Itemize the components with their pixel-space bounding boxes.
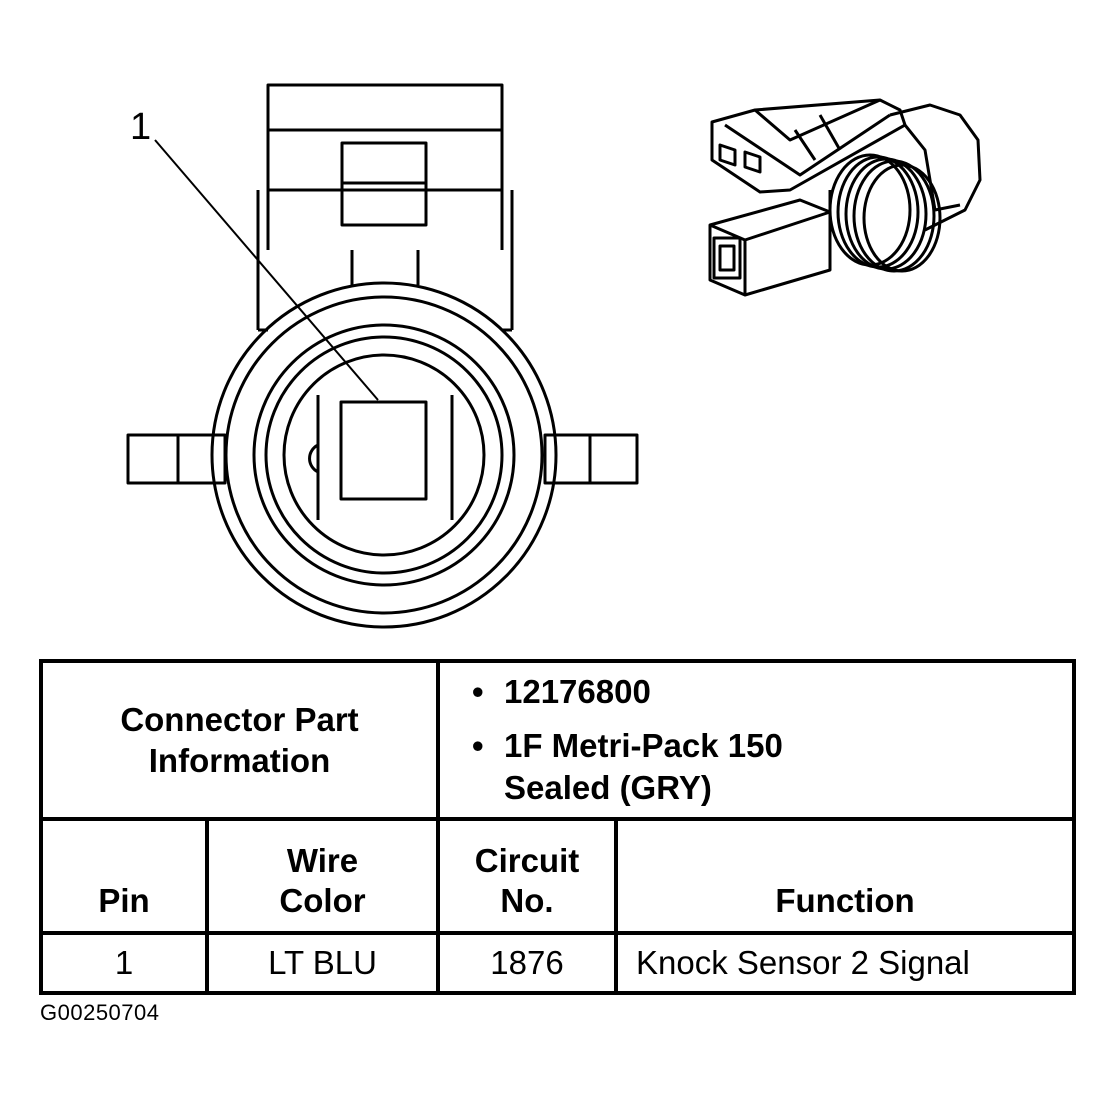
connector-info-values: • 12176800 • 1F Metri-Pack 150 Sealed (G…: [436, 659, 1076, 821]
col-header-wire-line1: Wire: [286, 842, 359, 879]
part-number-text: 12176800: [504, 673, 651, 710]
connector-isometric-view: [708, 98, 982, 297]
bullet-icon: •: [472, 673, 484, 710]
connector-part-number: • 12176800: [472, 671, 1072, 713]
connector-info-label-line2: Information: [148, 742, 331, 779]
pin-1-callout: 1: [130, 106, 152, 148]
pin-1-leader-line: [154, 139, 379, 401]
col-header-circuit-line2: No.: [500, 882, 554, 919]
connector-info-label-line1: Connector Part: [120, 701, 359, 738]
connector-face-view: [126, 83, 639, 629]
connector-description-line1: 1F Metri-Pack 150: [504, 727, 783, 764]
col-header-circuit: Circuit No.: [436, 817, 618, 935]
col-header-function-text: Function: [775, 882, 915, 919]
cell-wire-color: LT BLU: [205, 931, 440, 995]
cell-function: Knock Sensor 2 Signal: [614, 931, 1076, 995]
table-row: 1 LT BLU 1876 Knock Sensor 2 Signal: [39, 931, 1076, 995]
col-header-circuit-line1: Circuit: [474, 842, 580, 879]
column-header-row: Pin Wire Color Circuit No. Function: [39, 817, 1076, 935]
cell-circuit: 1876: [436, 931, 618, 995]
connector-pinout-table: Connector Part Information • 12176800 • …: [39, 659, 1076, 995]
connector-info-label: Connector Part Information: [39, 659, 440, 821]
connector-diagram: [126, 83, 982, 629]
connector-info-row: Connector Part Information • 12176800 • …: [39, 659, 1076, 821]
col-header-function: Function: [614, 817, 1076, 935]
connector-description-line2: Sealed (GRY): [504, 769, 712, 806]
figure-id: G00250704: [40, 1000, 160, 1025]
col-header-wire-color: Wire Color: [205, 817, 440, 935]
col-header-wire-line2: Color: [279, 882, 366, 919]
cell-pin: 1: [39, 931, 209, 995]
col-header-pin: Pin: [39, 817, 209, 935]
bullet-icon: •: [472, 727, 484, 764]
connector-info-list: • 12176800 • 1F Metri-Pack 150 Sealed (G…: [440, 665, 1072, 815]
col-header-pin-text: Pin: [98, 882, 150, 919]
connector-description: • 1F Metri-Pack 150 Sealed (GRY): [472, 725, 1072, 809]
